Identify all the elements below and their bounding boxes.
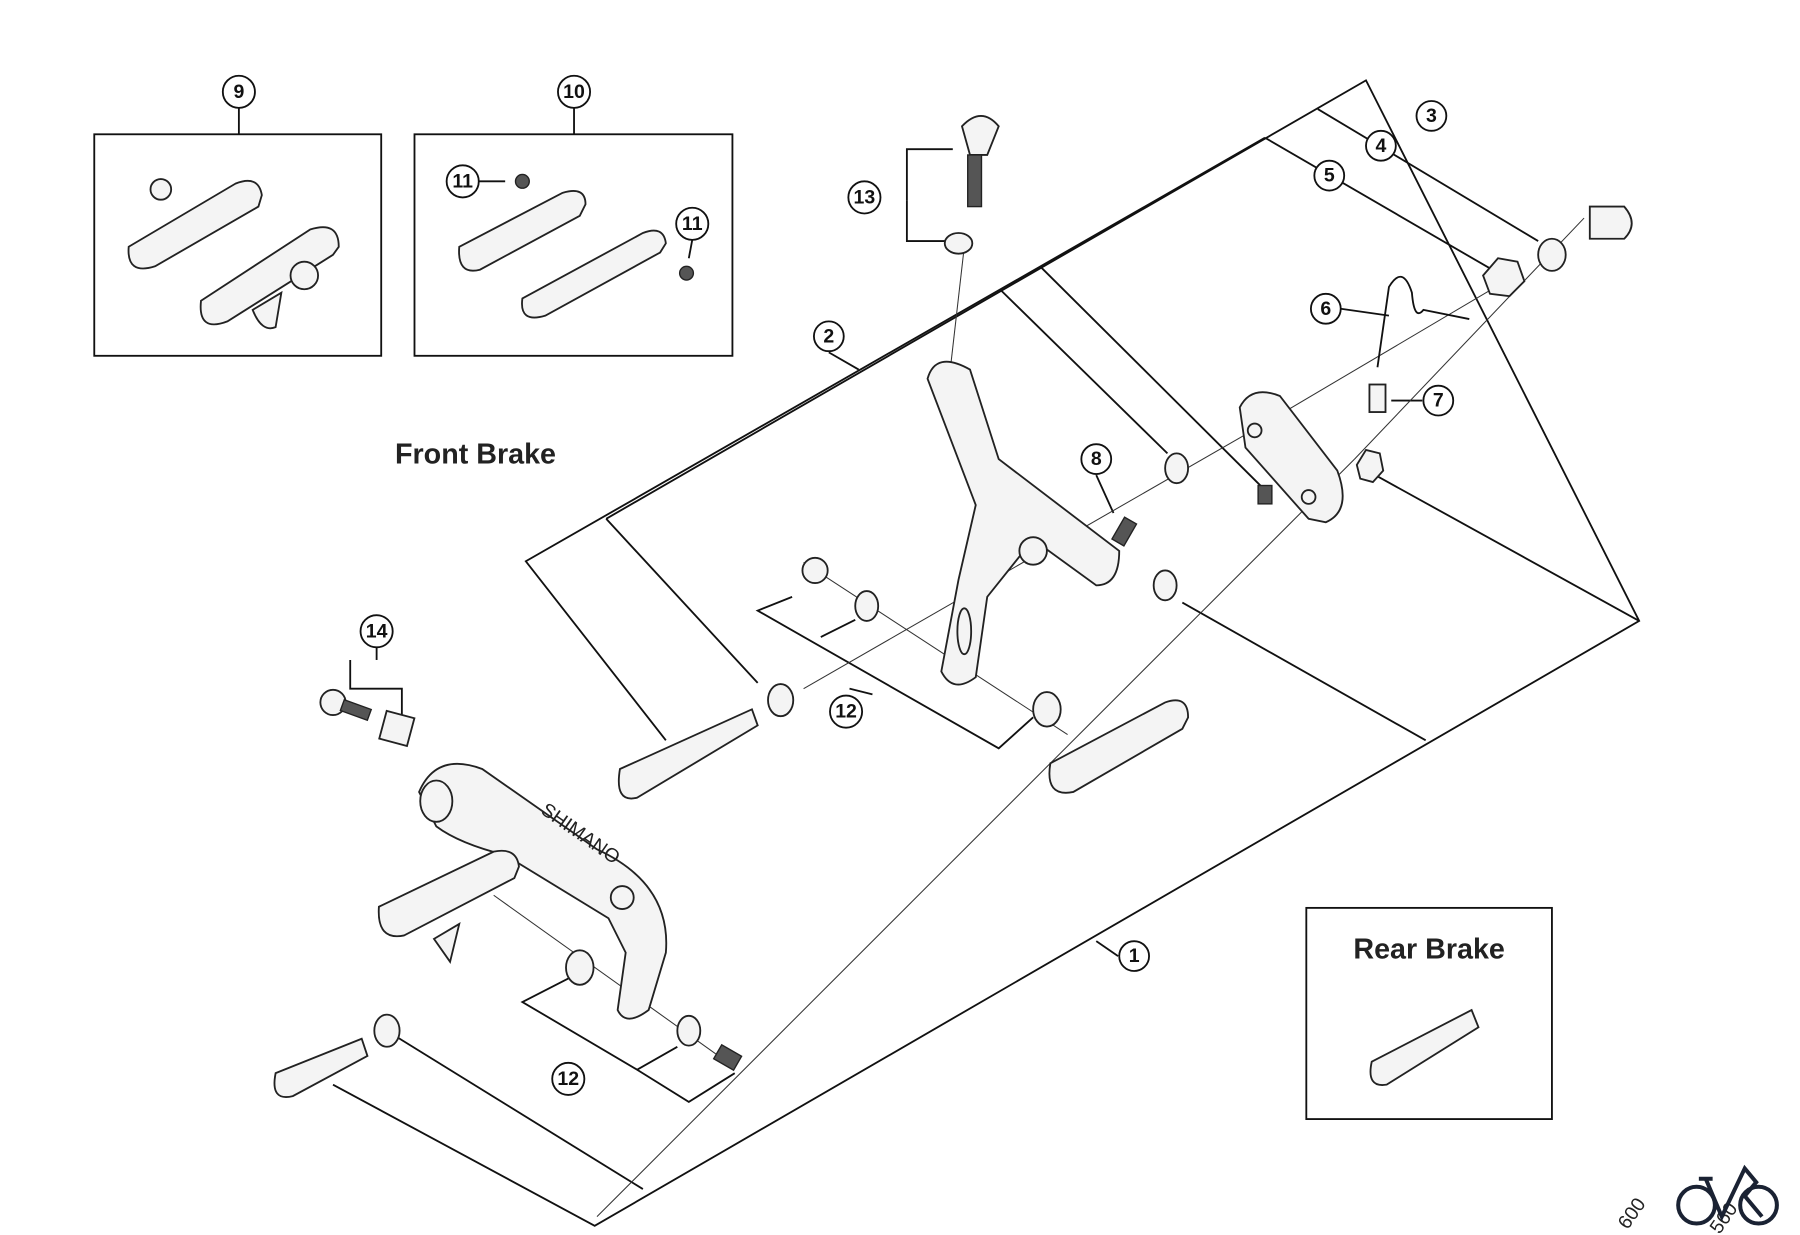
rear-brake-box xyxy=(1305,906,1553,1120)
watermark-text-a: 600 xyxy=(1614,1194,1651,1233)
callout-1: 1 xyxy=(1118,940,1150,972)
rear-brake-title: Rear Brake xyxy=(1353,933,1505,965)
callout-10: 10 xyxy=(557,74,592,109)
svg-text:14: 14 xyxy=(366,620,388,642)
svg-text:13: 13 xyxy=(854,186,876,208)
insert-set-box-10 xyxy=(413,133,734,357)
svg-text:12: 12 xyxy=(557,1068,579,1090)
callout-13: 13 xyxy=(847,180,882,215)
pivot-plate-icon xyxy=(1238,391,1344,524)
callout-4: 4 xyxy=(1365,129,1397,162)
callout-7: 7 xyxy=(1422,384,1455,417)
svg-text:3: 3 xyxy=(1426,105,1437,127)
callout-9: 9 xyxy=(221,74,256,109)
callout-12b: 12 xyxy=(551,1061,586,1096)
caliper-arm-front-icon xyxy=(926,360,1121,686)
svg-text:6: 6 xyxy=(1320,298,1331,320)
callout-11b: 11 xyxy=(675,206,710,241)
svg-text:12: 12 xyxy=(835,701,857,723)
bolts-icon xyxy=(273,516,1480,1098)
watermark: 600 560 xyxy=(1614,1164,1779,1235)
svg-text:9: 9 xyxy=(233,81,244,103)
svg-text:2: 2 xyxy=(823,325,834,347)
svg-text:4: 4 xyxy=(1375,135,1386,157)
svg-text:7: 7 xyxy=(1433,390,1444,412)
pad-set-box-9 xyxy=(93,133,383,357)
svg-text:5: 5 xyxy=(1324,165,1335,187)
cable-bolt-icon xyxy=(943,115,1000,255)
callout-8: 8 xyxy=(1080,443,1113,475)
callout-11a: 11 xyxy=(445,164,480,199)
callout-14: 14 xyxy=(359,614,394,649)
bicycle-logo-icon xyxy=(1676,1164,1779,1226)
svg-text:11: 11 xyxy=(452,170,473,192)
callout-6: 6 xyxy=(1309,292,1342,325)
svg-text:10: 10 xyxy=(563,81,585,103)
brake-shoe-front-icon xyxy=(377,699,1190,965)
callout-2: 2 xyxy=(812,320,845,353)
callout-5: 5 xyxy=(1313,159,1346,192)
brake-shoe-icon xyxy=(127,178,340,330)
spring-icon xyxy=(1368,275,1470,413)
front-brake-title: Front Brake xyxy=(395,439,556,471)
brake-insert-icon xyxy=(458,173,695,319)
svg-text:8: 8 xyxy=(1091,448,1102,470)
svg-text:11: 11 xyxy=(682,213,703,235)
callout-3: 3 xyxy=(1415,100,1448,132)
svg-text:1: 1 xyxy=(1129,945,1140,967)
washers-nuts-icon xyxy=(373,205,1633,1048)
callout-12a: 12 xyxy=(829,694,864,729)
leader-lines xyxy=(237,79,1641,1227)
